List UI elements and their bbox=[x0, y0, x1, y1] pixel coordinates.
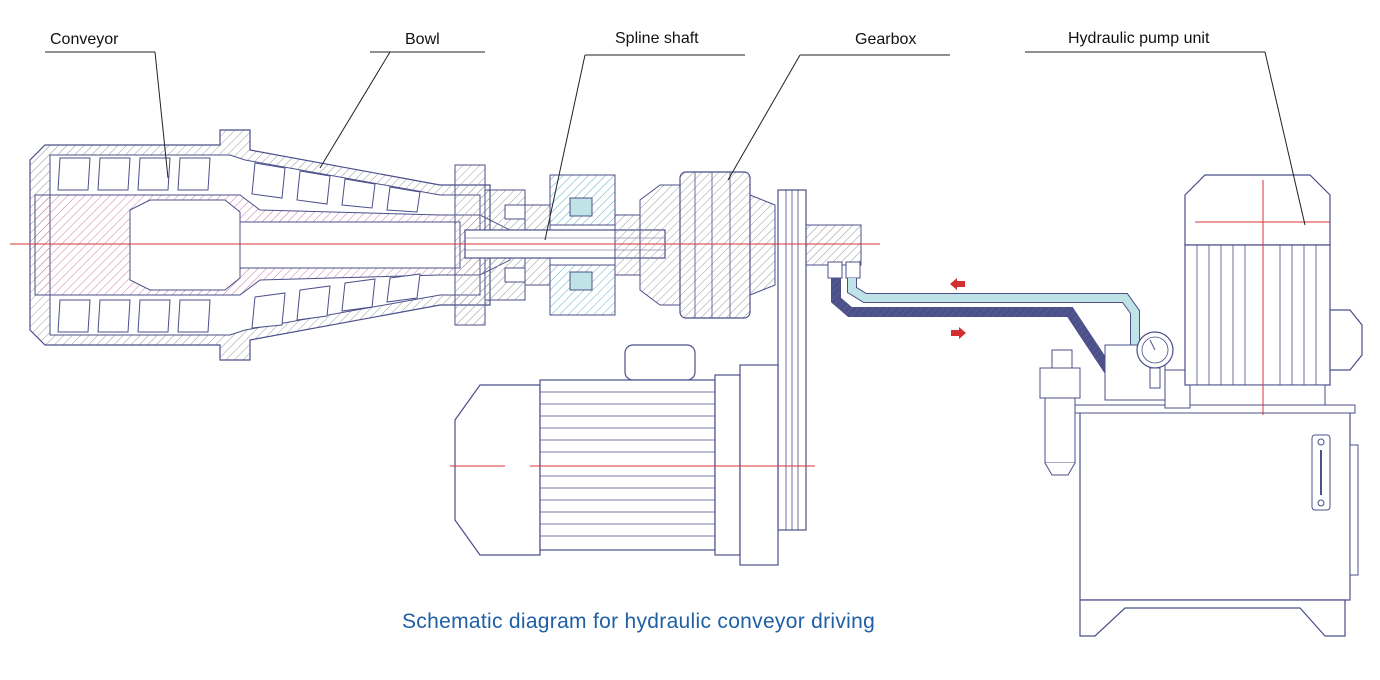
bearing-housing bbox=[549, 174, 641, 316]
pulley bbox=[777, 189, 862, 531]
label-hydraulic-pump-unit: Hydraulic pump unit bbox=[1068, 30, 1210, 47]
label-gearbox: Gearbox bbox=[855, 31, 916, 48]
label-bowl: Bowl bbox=[405, 31, 440, 48]
diagram-caption: Schematic diagram for hydraulic conveyor… bbox=[402, 610, 875, 633]
hydraulic-pipes bbox=[831, 278, 1140, 387]
hydraulic-pump-unit bbox=[1039, 174, 1363, 637]
callout-leaders bbox=[45, 51, 1306, 241]
label-spline-shaft: Spline shaft bbox=[615, 30, 699, 47]
label-conveyor: Conveyor bbox=[50, 31, 119, 48]
flow-arrow-return bbox=[950, 278, 965, 290]
flow-arrow-supply bbox=[951, 327, 966, 339]
conveyor-flights bbox=[57, 157, 421, 333]
conveyor-hub bbox=[34, 194, 511, 296]
electric-motor bbox=[450, 344, 815, 566]
gearbox bbox=[639, 171, 776, 319]
